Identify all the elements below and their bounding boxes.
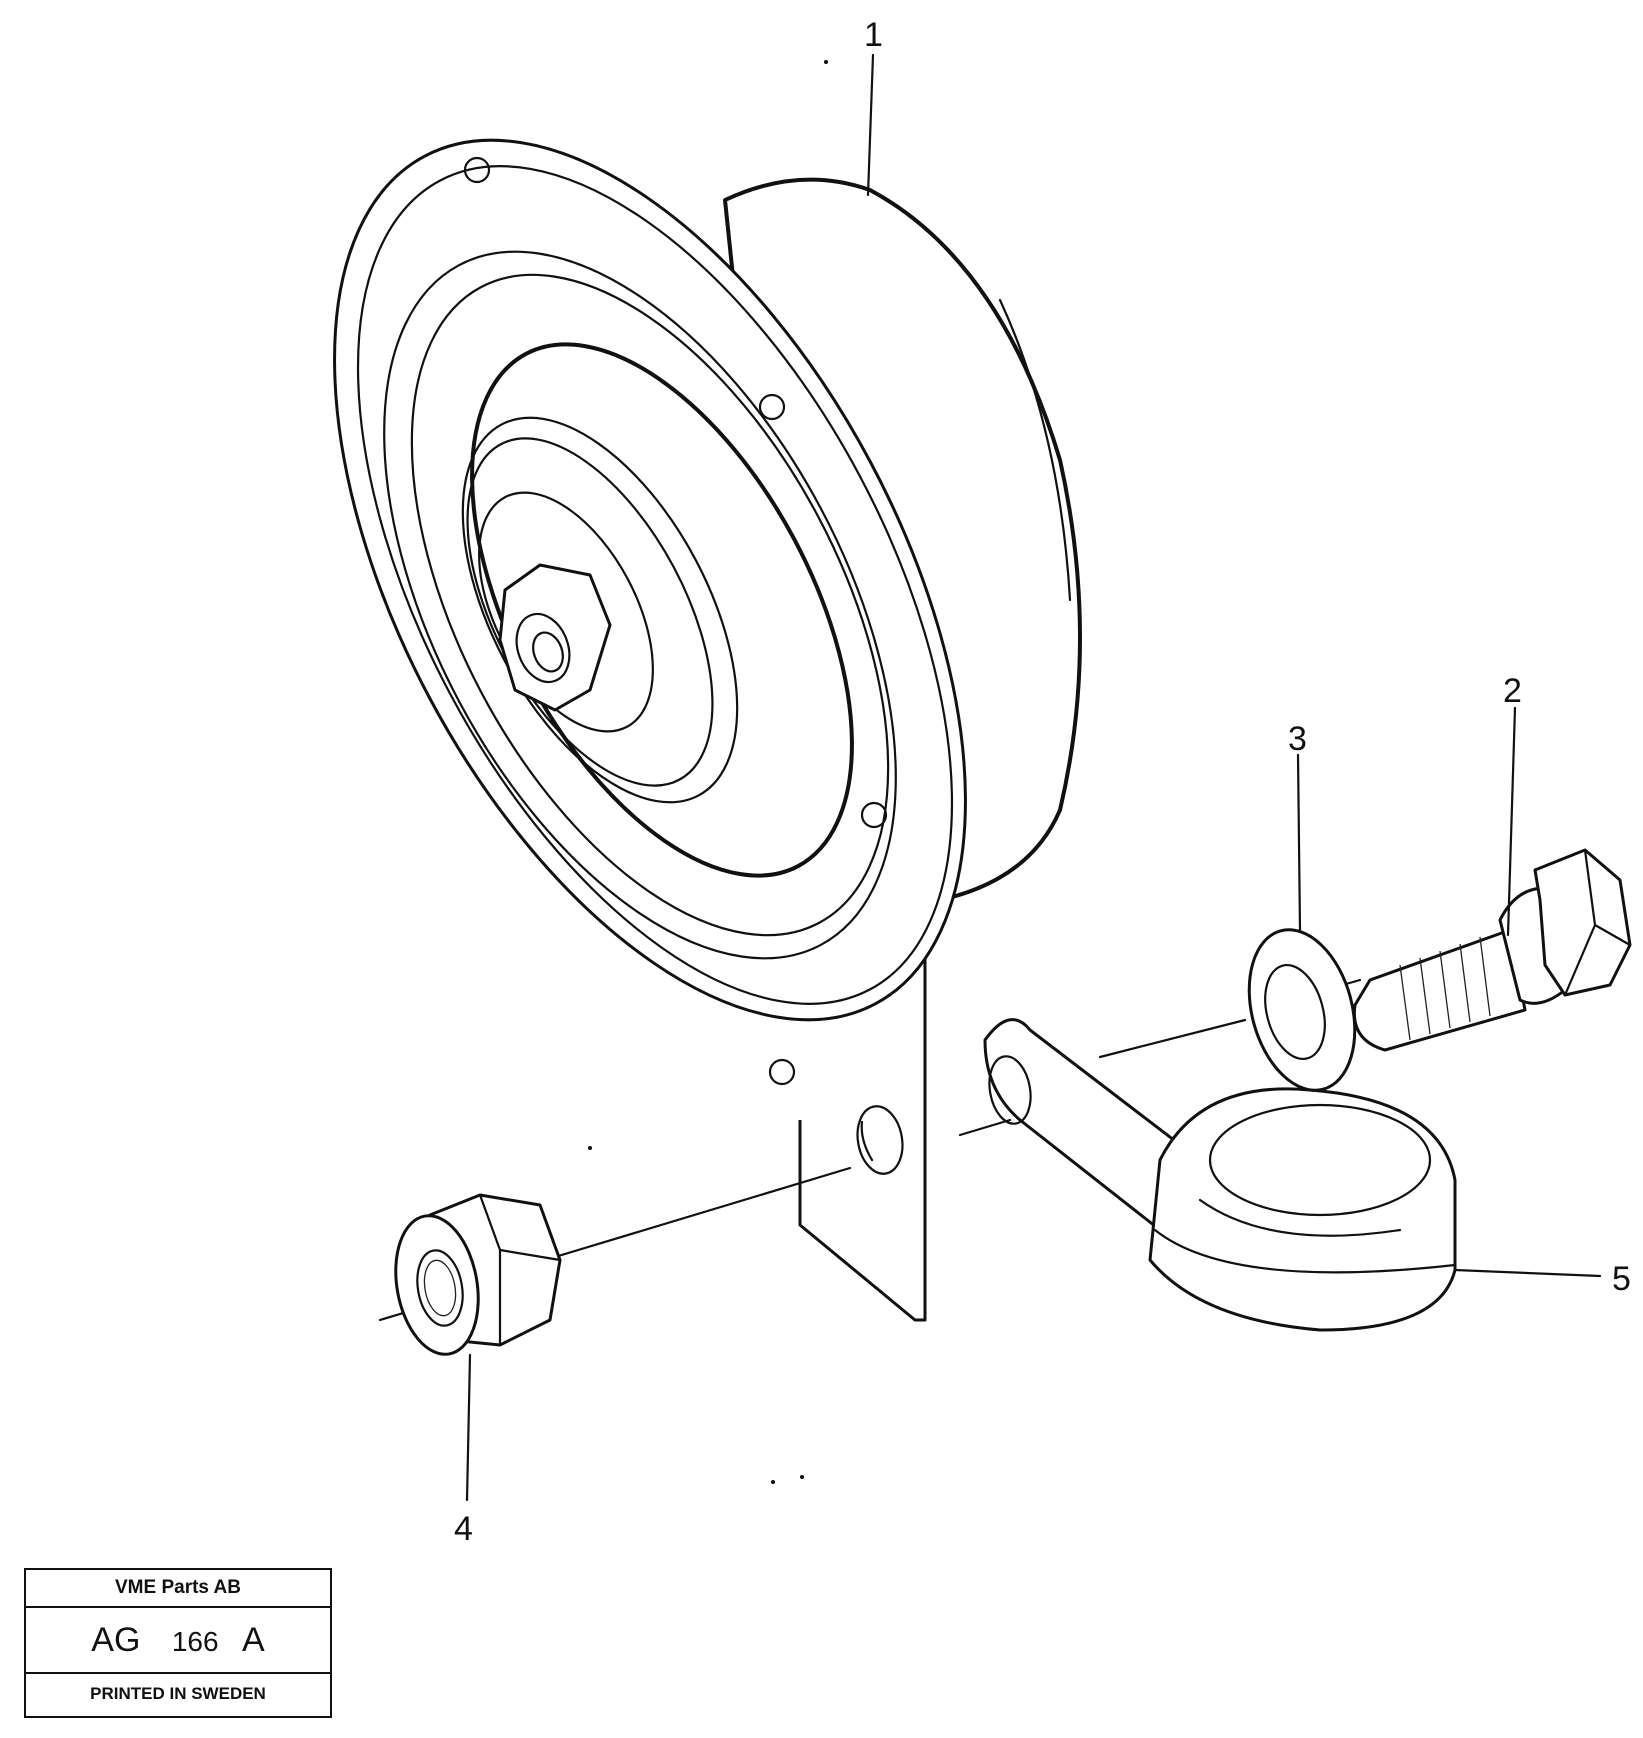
drawing-prefix: AG <box>91 1621 141 1659</box>
callout-3: 3 <box>1288 720 1307 758</box>
callout-2: 2 <box>1503 672 1522 710</box>
drawing-number-value: 166 <box>171 1626 219 1657</box>
drawing-number: AG 166 A <box>26 1608 330 1674</box>
screw <box>1352 848 1632 1052</box>
horn <box>333 138 1082 1322</box>
printed-in-label: PRINTED IN SWEDEN <box>90 1684 266 1703</box>
cable-clamp <box>983 1018 1457 1332</box>
washer <box>1247 928 1357 1092</box>
callout-1: 1 <box>864 16 883 54</box>
callout-4: 4 <box>454 1510 473 1548</box>
company-name: VME Parts AB <box>26 1570 330 1608</box>
lock-nut <box>394 1193 562 1356</box>
callout-5: 5 <box>1612 1260 1631 1298</box>
title-block: VME Parts AB AG 166 A PRINTED IN SWEDEN <box>24 1568 332 1718</box>
drawing-suffix: A <box>242 1621 265 1659</box>
